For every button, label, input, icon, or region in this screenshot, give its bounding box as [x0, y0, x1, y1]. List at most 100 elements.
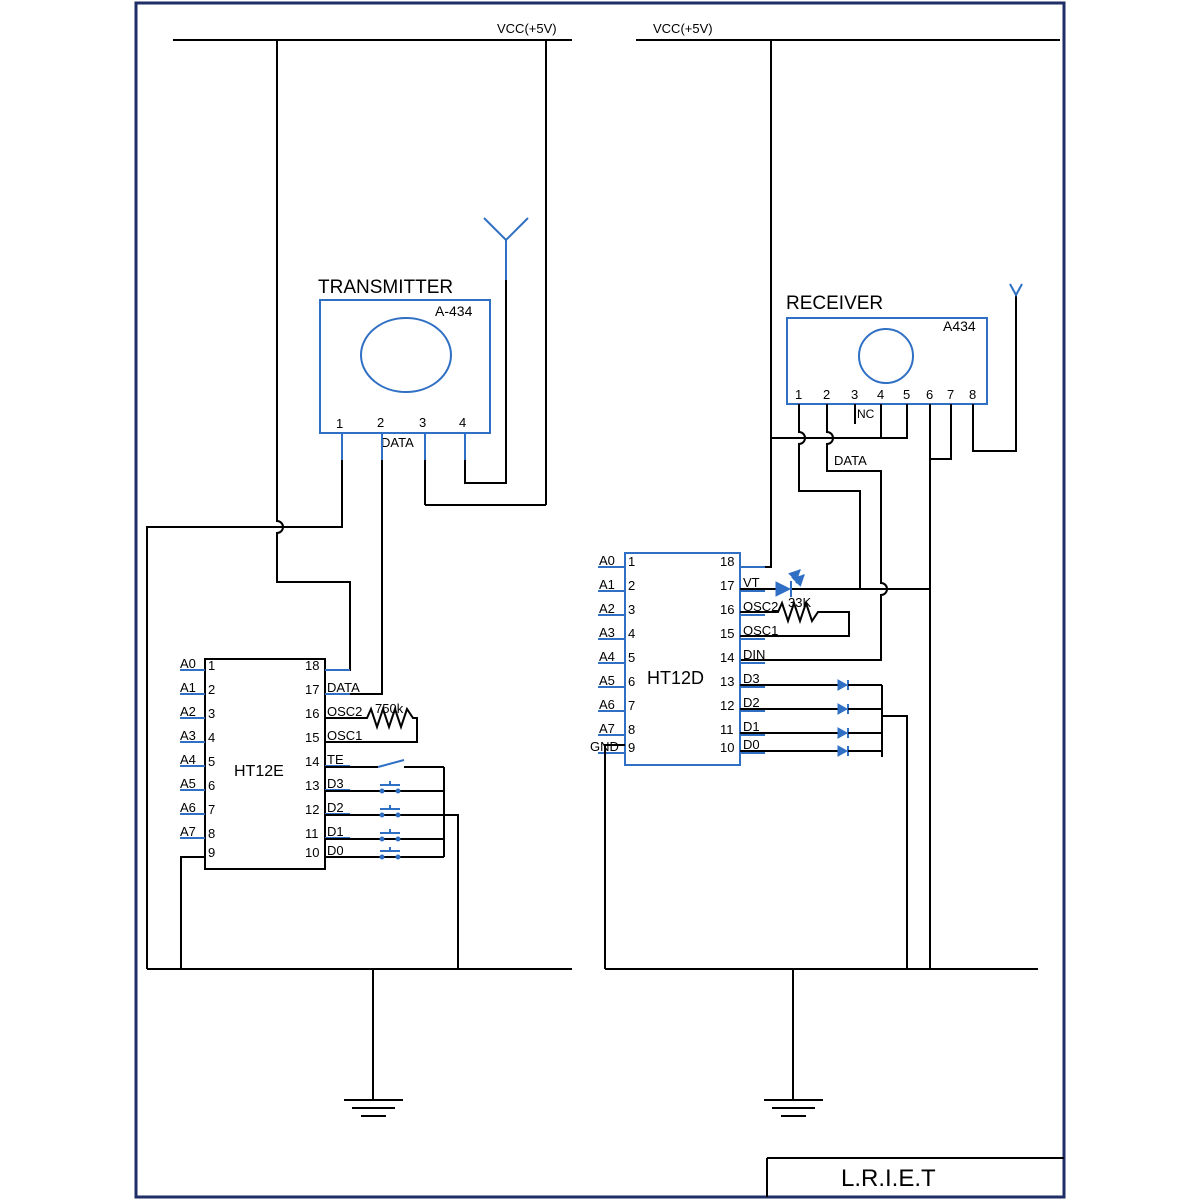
output-led-icon-0 [837, 679, 849, 691]
decoder-right-pin-0: 18 [720, 554, 734, 569]
transmitter-circuit: VCC(+5V) TRANSMITTER A-434 1 2 3 4 DATA [146, 21, 572, 1117]
encoder-left-pin-2: 2 [208, 682, 215, 697]
decoder-left-pin-2: 2 [628, 578, 635, 593]
drawing-border [134, 1, 1066, 1199]
decoder-addr-label-4: A4 [599, 649, 615, 664]
title-block: L.R.I.E.T [766, 1157, 1064, 1197]
output-led-icon-1 [837, 703, 849, 715]
decoder-right-pin-1: 17 [720, 578, 734, 593]
decoder-signal-label-2: OSC2 [743, 599, 778, 614]
encoder-name: HT12E [234, 763, 284, 780]
transmitter-data-label: DATA [381, 435, 414, 450]
decoder-addr-label-7: A7 [599, 721, 615, 736]
receiver-antenna-icon [1009, 283, 1023, 298]
encoder-left-pin-1: 1 [208, 658, 215, 673]
transmitter-pin-3: 3 [419, 415, 426, 430]
encoder-right-pin-5: 13 [305, 778, 319, 793]
decoder-addr-label-2: A2 [599, 601, 615, 616]
encoder-left-pin-6: 6 [208, 778, 215, 793]
receiver-nc-label: NC [857, 407, 875, 421]
resistor-750k: 750k [325, 701, 418, 743]
encoder-addr-label-1: A1 [180, 680, 196, 695]
encoder-right-pin-6: 12 [305, 802, 319, 817]
encoder-signal-label-8: D0 [327, 843, 344, 858]
decoder-left-pin-5: 5 [628, 650, 635, 665]
transmitter-pin-1: 1 [336, 416, 343, 431]
decoder-right-pin-3: 15 [720, 626, 734, 641]
encoder-right-pin-8: 10 [305, 845, 319, 860]
transmitter-title: TRANSMITTER [318, 277, 453, 298]
encoder-right-pin-1: 17 [305, 682, 319, 697]
title-block-text: L.R.I.E.T [841, 1165, 936, 1192]
receiver-pin-1: 1 [795, 387, 802, 402]
decoder-left-pin-9: 9 [628, 740, 635, 755]
transmitter-crystal [360, 317, 452, 393]
receiver-pin-6: 6 [926, 387, 933, 402]
decoder-signal-label-5: D3 [743, 671, 760, 686]
encoder-left-pin-3: 3 [208, 706, 215, 721]
transmitter-pin-2: 2 [377, 415, 384, 430]
decoder-addr-label-3: A3 [599, 625, 615, 640]
decoder-left-pin-7: 7 [628, 698, 635, 713]
receiver-pin-8: 8 [969, 387, 976, 402]
encoder-addr-label-7: A7 [180, 824, 196, 839]
resistor-750k-label: 750k [375, 701, 404, 716]
receiver-title: RECEIVER [786, 293, 883, 314]
decoder-right-pin-5: 13 [720, 674, 734, 689]
encoder-left-pin-8: 8 [208, 826, 215, 841]
receiver-pin-2: 2 [823, 387, 830, 402]
decoder-right-pin-2: 16 [720, 602, 734, 617]
receiver-crystal [858, 328, 914, 384]
tx-ground-icon [344, 1099, 403, 1117]
transmitter-pin-4: 4 [459, 415, 466, 430]
encoder-right-pin-4: 14 [305, 754, 319, 769]
decoder-right-pin-8: 10 [720, 740, 734, 755]
vt-led-icon [740, 569, 930, 597]
receiver-model: A434 [943, 318, 976, 334]
decoder-signal-label-8: D0 [743, 737, 760, 752]
receiver-pin-5: 5 [903, 387, 910, 402]
encoder-right-pin-3: 15 [305, 730, 319, 745]
decoder-left-pin-6: 6 [628, 674, 635, 689]
decoder-ic [624, 552, 741, 766]
decoder-addr-label-0: A0 [599, 553, 615, 568]
decoder-addr-label-1: A1 [599, 577, 615, 592]
encoder-addr-label-5: A5 [180, 776, 196, 791]
decoder-left-pin-1: 1 [628, 554, 635, 569]
encoder-signal-label-3: OSC1 [327, 728, 362, 743]
encoder-addr-label-2: A2 [180, 704, 196, 719]
encoder-addr-label-0: A0 [180, 656, 196, 671]
encoder-left-pin-7: 7 [208, 802, 215, 817]
decoder-left-pin-4: 4 [628, 626, 635, 641]
encoder-addr-label-6: A6 [180, 800, 196, 815]
encoder-left-pin-5: 5 [208, 754, 215, 769]
receiver-pin-3: 3 [851, 387, 858, 402]
decoder-name: HT12D [647, 668, 704, 688]
output-leds [740, 679, 908, 969]
decoder-addr-label-5: A5 [599, 673, 615, 688]
decoder-right-pin-7: 11 [720, 722, 734, 737]
data-push-buttons [325, 767, 459, 969]
rx-vcc-label: VCC(+5V) [653, 21, 713, 36]
encoder-signal-label-6: D2 [327, 800, 344, 815]
resistor-33k-label: 33K [788, 595, 811, 610]
receiver-pin-4: 4 [877, 387, 884, 402]
decoder-signal-label-6: D2 [743, 695, 760, 710]
transmitter-module [319, 299, 491, 434]
encoder-ic [204, 658, 326, 870]
receiver-module [786, 317, 988, 405]
decoder-signal-label-7: D1 [743, 719, 760, 734]
encoder-left-pin-9: 9 [208, 845, 215, 860]
encoder-signal-label-7: D1 [327, 824, 344, 839]
te-switch [325, 759, 444, 768]
encoder-addr-label-3: A3 [180, 728, 196, 743]
encoder-right-pin-0: 18 [305, 658, 319, 673]
encoder-signal-label-4: TE [327, 752, 344, 767]
decoder-signal-label-4: DIN [743, 647, 765, 662]
encoder-addr-label-4: A4 [180, 752, 196, 767]
decoder-left-pin-8: 8 [628, 722, 635, 737]
decoder-right-pin-4: 14 [720, 650, 734, 665]
